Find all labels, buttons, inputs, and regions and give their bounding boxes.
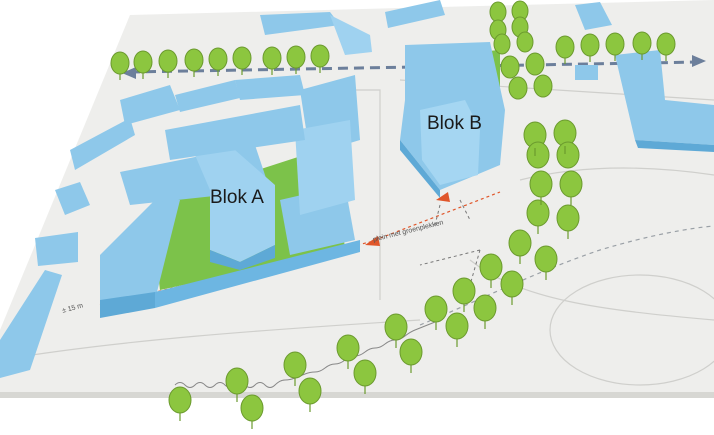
model-board [0, 0, 714, 395]
tree-row-top [110, 31, 676, 75]
route-arrow-right [692, 55, 706, 67]
route-arrow-left [122, 67, 136, 79]
block-a-label: Blok A [210, 187, 264, 208]
roundabout [549, 274, 714, 386]
blok-b [400, 42, 505, 198]
blok-a [0, 75, 360, 378]
street-lines [0, 79, 714, 361]
tram-track [419, 225, 714, 326]
tree-cluster-top [489, 0, 553, 100]
red-arrow-mid [365, 236, 380, 246]
board-edge [0, 392, 714, 398]
block-b-label: Blok B [427, 113, 482, 134]
red-arrow-b [436, 192, 450, 202]
wavy-line [174, 321, 436, 388]
trees [110, 0, 676, 422]
grey-arrows [419, 199, 481, 286]
tree-avenue-right [168, 119, 583, 422]
top-buildings [260, 0, 612, 80]
building-right [615, 50, 714, 152]
tree-trunks [119, 54, 667, 429]
